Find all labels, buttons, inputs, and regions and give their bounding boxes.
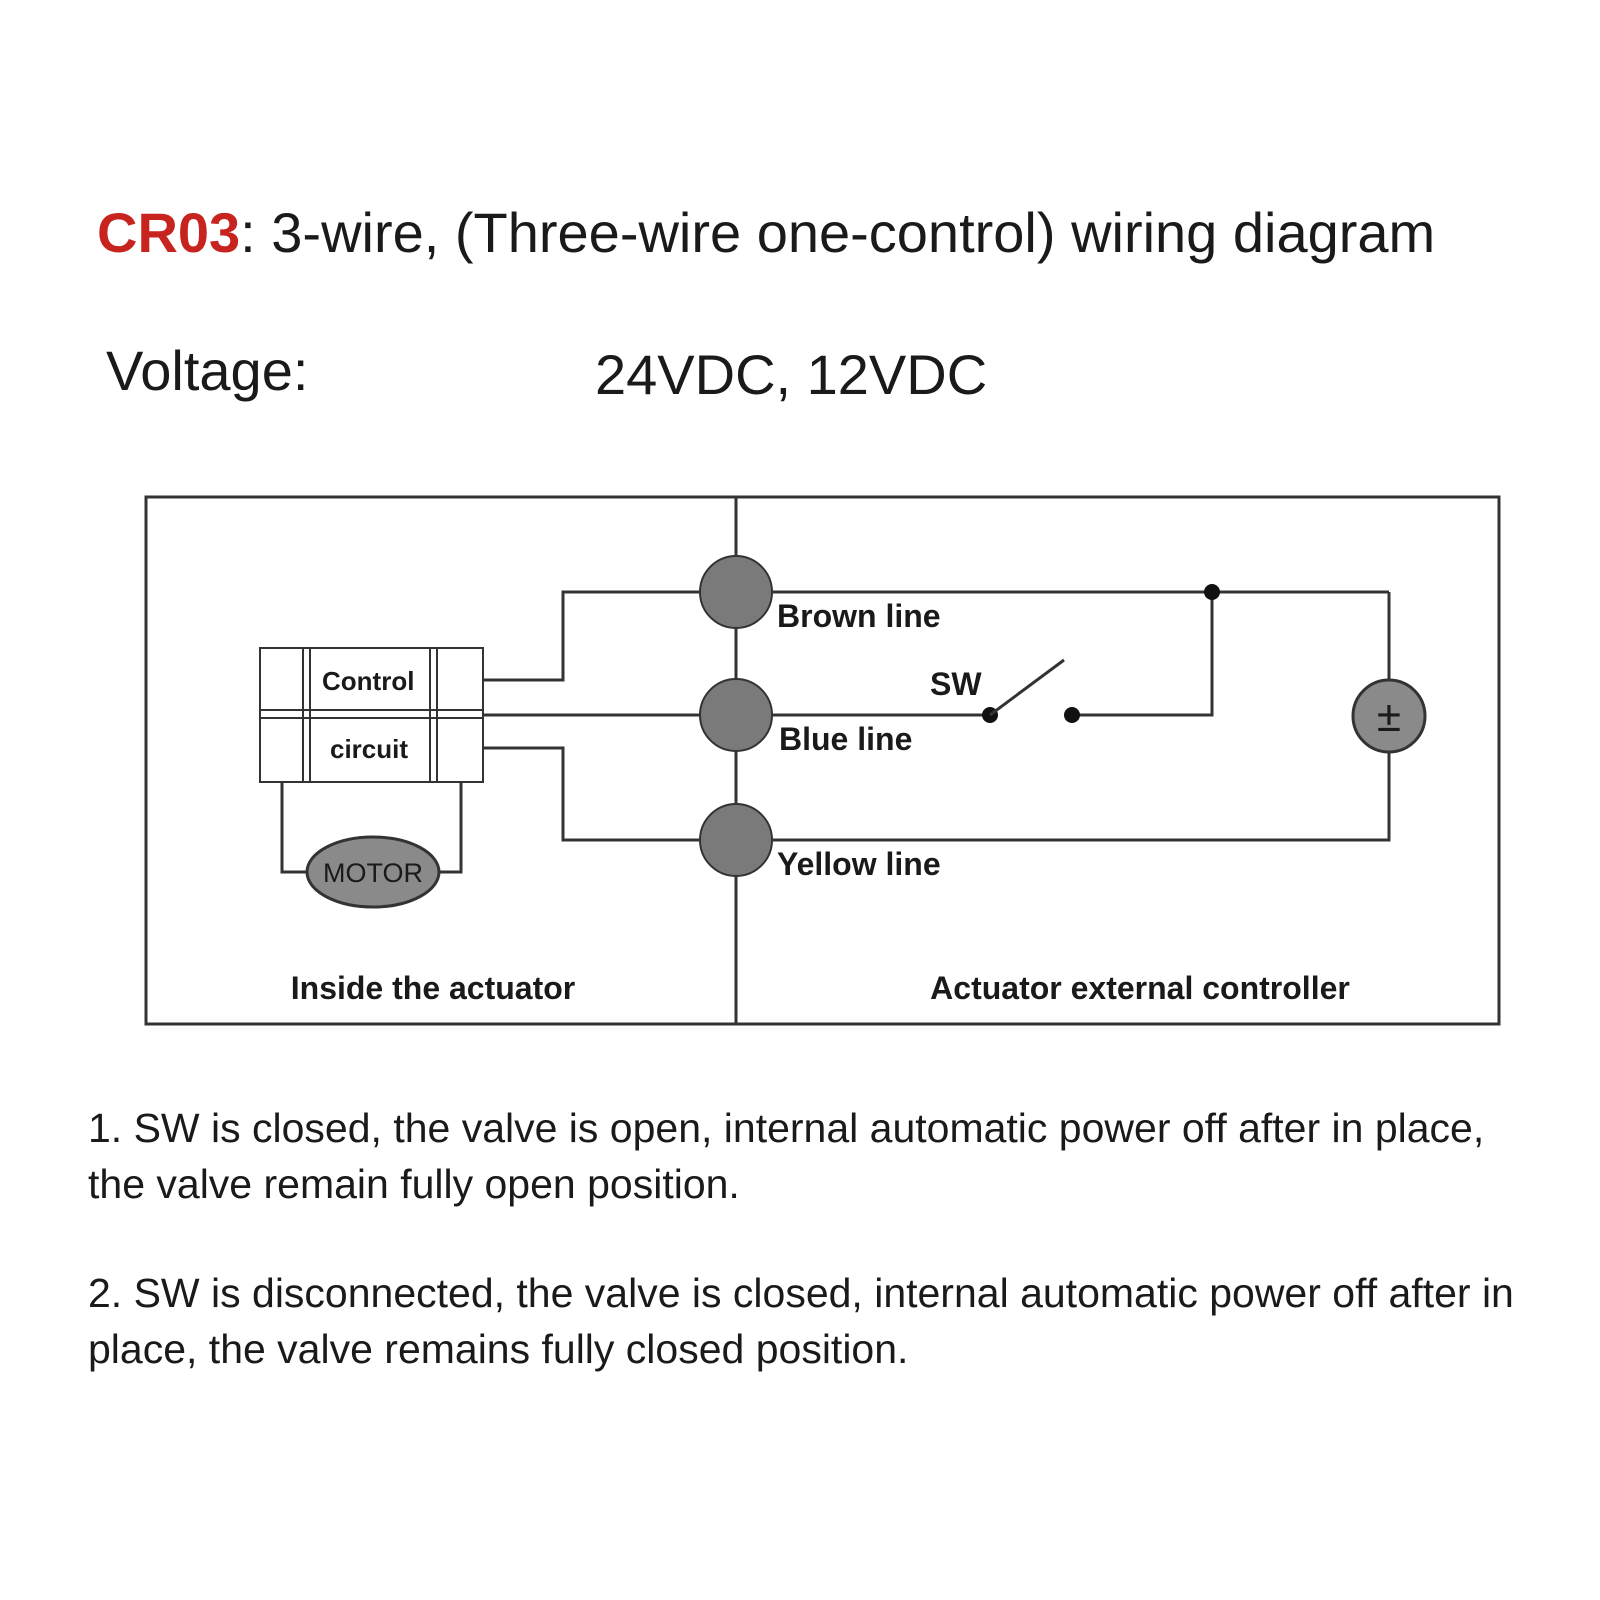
switch-blade	[989, 658, 1065, 717]
wire-yellow-internal	[483, 746, 736, 842]
yellow-line-label: Yellow line	[777, 846, 941, 882]
power-symbol: ±	[1377, 692, 1401, 741]
note-2: 2. SW is disconnected, the valve is clos…	[88, 1270, 1514, 1372]
switch-contact-right	[1064, 707, 1080, 723]
terminal-blue	[699, 678, 773, 752]
motor-lead-left	[280, 782, 308, 874]
motor-lead-right	[437, 782, 463, 874]
junction-dot	[1204, 584, 1220, 600]
control-label: Control	[322, 666, 414, 696]
terminal-yellow	[699, 803, 773, 877]
voltage-value: 24VDC, 12VDC	[595, 343, 988, 406]
wire-switch-return	[1072, 592, 1214, 717]
circuit-label: circuit	[330, 734, 408, 764]
voltage-label: Voltage:	[106, 339, 309, 402]
inside-actuator-label: Inside the actuator	[291, 970, 576, 1006]
wire-brown-internal	[483, 590, 736, 682]
power-source	[1351, 678, 1427, 754]
title-text: : 3-wire, (Three-wire one-control) wirin…	[240, 201, 1436, 264]
model-code: CR03	[97, 201, 241, 264]
terminal-brown	[699, 555, 773, 629]
brown-line-label: Brown line	[777, 598, 941, 634]
note-1: 1. SW is closed, the valve is open, inte…	[88, 1105, 1485, 1207]
diagram-frame	[144, 495, 1501, 1026]
wire-yellow-external	[736, 752, 1391, 842]
external-controller-label: Actuator external controller	[930, 970, 1350, 1006]
blue-line-label: Blue line	[779, 721, 912, 757]
motor	[305, 835, 441, 909]
switch-label: SW	[930, 666, 982, 702]
motor-label: MOTOR	[323, 858, 423, 888]
diagram-title: CR03: 3-wire, (Three-wire one-control) w…	[97, 200, 1435, 265]
